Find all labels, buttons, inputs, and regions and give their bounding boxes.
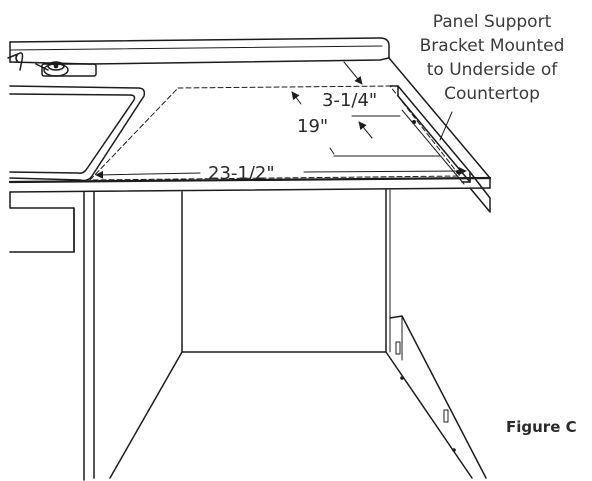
bracket-offset-label: 3-1/4" (322, 90, 377, 111)
left-cabinet (9, 191, 95, 481)
figure-label: Figure C (506, 418, 577, 436)
depth-dimension-label: 19" (297, 116, 328, 137)
callout-line-2: Bracket Mounted (420, 36, 565, 56)
bracket-offset-dimension: 3-1/4" (322, 61, 401, 139)
right-cabinet-panel (389, 315, 487, 479)
depth-dimension: 19" (291, 91, 441, 157)
width-dimension: 23-1/2" (95, 163, 467, 184)
sink-basin (9, 85, 146, 182)
dishwasher-opening (109, 189, 473, 479)
callout-line-1: Panel Support (433, 12, 552, 32)
width-dimension-label: 23-1/2" (208, 163, 275, 184)
callout-line-3: to Underside of (427, 60, 559, 80)
opening-outline (89, 85, 461, 181)
bracket-callout: Panel Support Bracket Mounted to Undersi… (420, 12, 565, 141)
callout-line-4: Countertop (444, 84, 540, 104)
backsplash (9, 37, 390, 63)
panel-support-bracket (389, 85, 491, 213)
faucet-icon (7, 52, 97, 77)
